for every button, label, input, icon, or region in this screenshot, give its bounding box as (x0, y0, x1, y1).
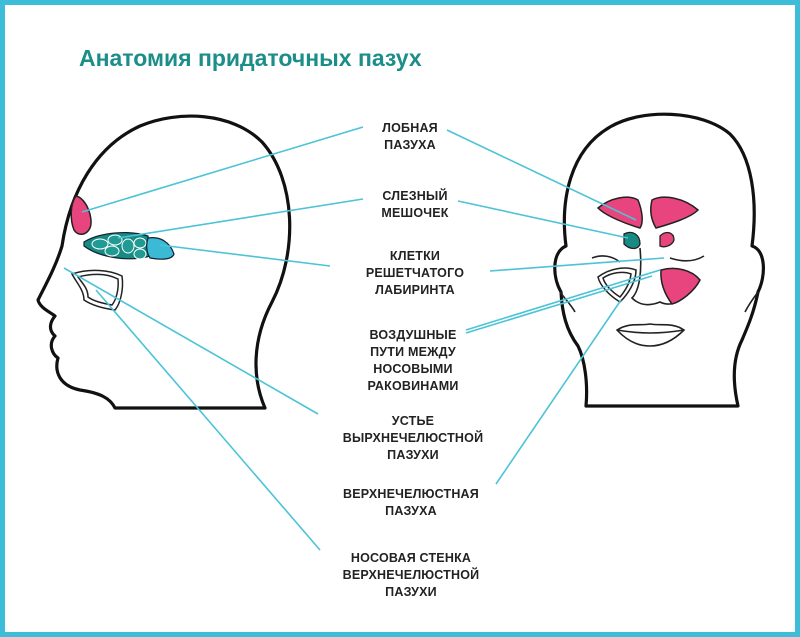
front-face-features (559, 247, 759, 347)
label-line: ЛАБИРИНТА (375, 283, 455, 297)
label-ethmoid-cells: КЛЕТКИ РЕШЕТЧАТОГО ЛАБИРИНТА (315, 248, 515, 299)
label-line: УСТЬЕ (391, 414, 435, 428)
anatomy-illustration (36, 112, 765, 551)
label-line: НОСОВЫМИ (373, 362, 453, 376)
label-line: ВЕРХНЕЧЕЛЮСТНОЙ (342, 568, 480, 582)
side-frontal-sinus (70, 195, 92, 235)
front-maxillary-sinus-left (597, 267, 637, 303)
label-frontal-sinus: ЛОБНАЯ ПАЗУХА (310, 120, 510, 154)
label-line: СЛЕЗНЫЙ (382, 189, 448, 203)
label-line: ПАЗУХА (384, 138, 436, 152)
front-frontal-sinuses (596, 196, 700, 229)
label-nasal-wall: НОСОВАЯ СТЕНКА ВЕРХНЕЧЕЛЮСТНОЙ ПАЗУХИ (311, 550, 511, 601)
label-line: НОСОВАЯ СТЕНКА (350, 551, 472, 565)
label-line: ВЕРХНЕЧЕЛЮСТНАЯ (343, 487, 479, 501)
label-line: ПУТИ МЕЖДУ (370, 345, 456, 359)
label-line: МЕШОЧЕК (381, 206, 449, 220)
label-line: ПАЗУХИ (385, 585, 437, 599)
label-line: РЕШЕТЧАТОГО (365, 266, 465, 280)
leader-lines (63, 126, 665, 551)
side-ethmoid-cells (83, 232, 175, 260)
page-title: Анатомия придаточных пазух (79, 45, 422, 71)
label-lacrimal-sac: СЛЕЗНЫЙ МЕШОЧЕК (315, 188, 515, 222)
label-maxillary-ostium: УСТЬЕ ВЫРХНЕЧЕЛЮСТНОЙ ПАЗУХИ (313, 413, 513, 464)
label-line: КЛЕТКИ (389, 249, 441, 263)
side-head-profile (36, 114, 292, 410)
label-nasal-meatus: ВОЗДУШНЫЕ ПУТИ МЕЖДУ НОСОВЫМИ РАКОВИНАМИ (313, 327, 513, 395)
front-head-outline (553, 112, 765, 408)
label-line: ПАЗУХИ (387, 448, 439, 462)
label-line: РАКОВИНАМИ (367, 379, 459, 393)
label-line: ЛОБНАЯ (382, 121, 438, 135)
front-ethmoid-cell (659, 231, 675, 248)
front-maxillary-sinus-right (660, 267, 701, 305)
label-maxillary-sinus: ВЕРХНЕЧЕЛЮСТНАЯ ПАЗУХА (311, 486, 511, 520)
label-line: ВЫРХНЕЧЕЛЮСТНОЙ (342, 431, 484, 445)
front-lacrimal-sac (623, 231, 641, 250)
label-line: ПАЗУХА (385, 504, 437, 518)
label-line: ВОЗДУШНЫЕ (369, 328, 457, 342)
